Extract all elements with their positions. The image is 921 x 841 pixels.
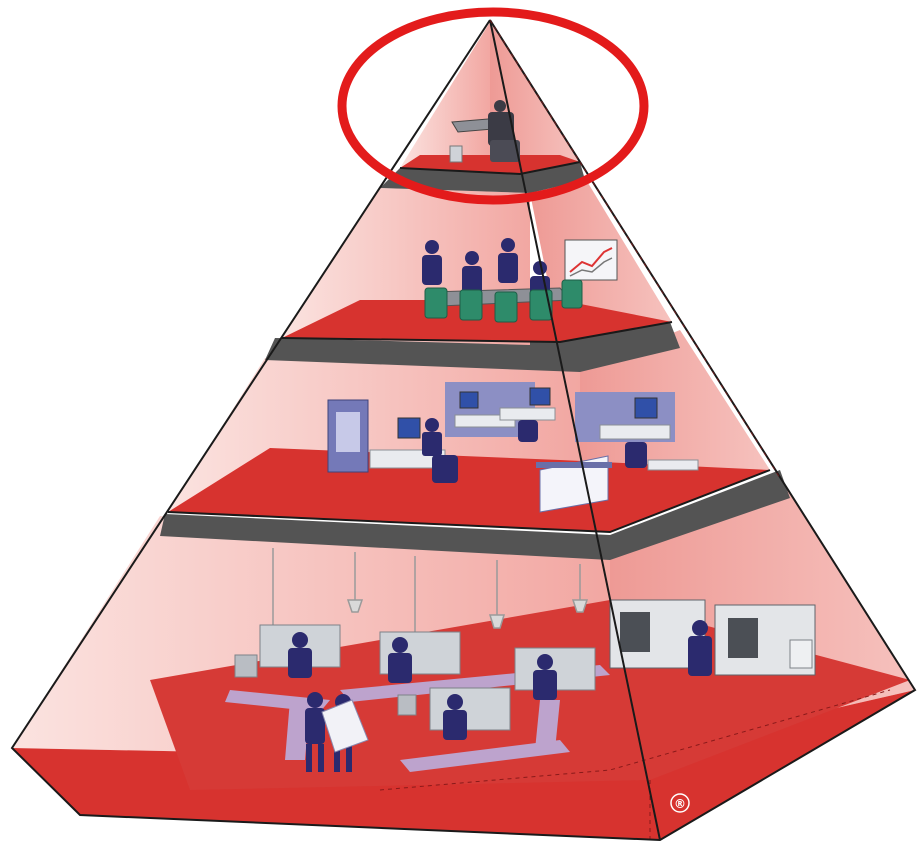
- registered-mark-text: ®: [674, 797, 686, 811]
- worker-2: [388, 637, 412, 683]
- level-3-engineering: [168, 330, 770, 532]
- plotter-board: [536, 455, 612, 513]
- engineering-staff: [422, 418, 647, 483]
- level-2-management: [282, 178, 672, 345]
- shop-workers: [288, 620, 712, 772]
- registered-mark: ®: [670, 793, 690, 813]
- worker-1: [288, 632, 312, 678]
- level-1-wall-left: [400, 22, 490, 170]
- level-3-floor: [168, 448, 770, 532]
- machine-4: [429, 687, 511, 731]
- presentation-chart: [564, 239, 618, 281]
- engineers-with-drawing: [305, 692, 369, 772]
- worker-5: [688, 620, 712, 676]
- highlight-ellipse: [337, 7, 649, 205]
- slab-3-4: [160, 470, 790, 560]
- slab-2-3: [265, 322, 680, 372]
- level-2-floor: [282, 300, 672, 342]
- level-1-executive: [400, 22, 580, 174]
- executive-person: [488, 100, 520, 162]
- meeting-chairs: [424, 279, 583, 323]
- pyramid-edges: [10, 19, 917, 841]
- hidden-edges: [489, 19, 781, 479]
- worker-3: [533, 654, 557, 700]
- worker-4: [443, 694, 467, 740]
